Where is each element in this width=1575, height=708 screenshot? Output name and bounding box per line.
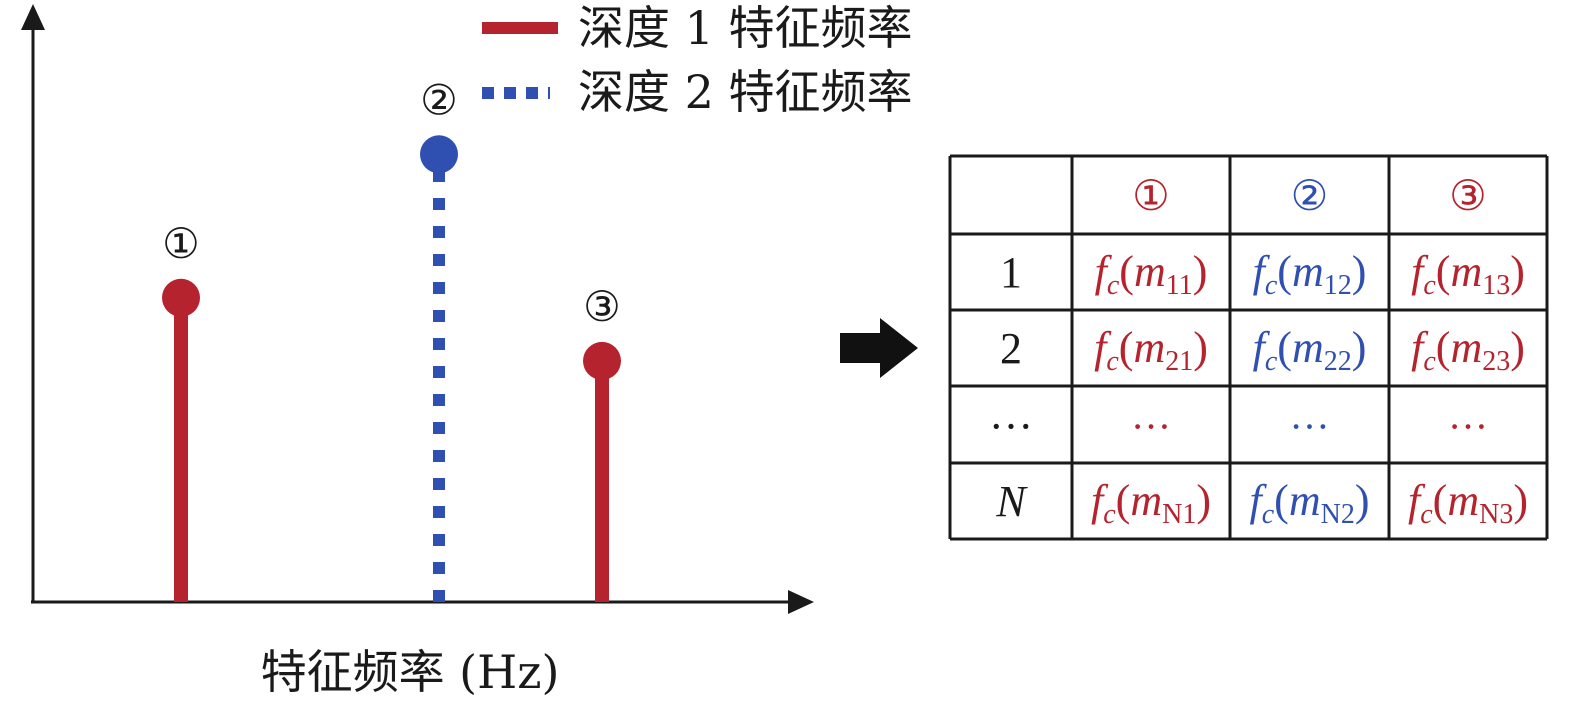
stem-3: ③ xyxy=(583,282,621,602)
stem-marker-3 xyxy=(583,341,621,380)
legend-label-depth-2: 深度 2 特征频率 xyxy=(578,65,913,119)
stem-1: ① xyxy=(162,219,200,602)
table-row-label-3: … xyxy=(989,390,1033,439)
x-axis-arrowhead xyxy=(788,590,814,614)
table-header-2: ② xyxy=(1291,171,1329,220)
stem-label-2: ② xyxy=(420,75,458,124)
table-cell-fc-mN3: fc(mN3) xyxy=(1408,476,1528,530)
table-cell-fc-m13: fc(m13) xyxy=(1411,247,1525,301)
stem-label-1: ① xyxy=(162,219,200,268)
table-header-1: ① xyxy=(1132,171,1170,220)
legend-label-depth-1: 深度 1 特征频率 xyxy=(578,1,913,55)
table-cell-fc-m22: fc(m22) xyxy=(1253,323,1367,377)
stem-2: ② xyxy=(420,75,458,602)
table-cell-fc-m23: fc(m23) xyxy=(1411,323,1525,377)
chart-axes xyxy=(21,4,814,614)
x-axis-label: 特征频率 (Hz) xyxy=(261,645,560,699)
table-row-label-1: 1 xyxy=(1000,248,1022,297)
table-cell-fc-mN2: fc(mN2) xyxy=(1250,476,1370,530)
right-arrow-icon xyxy=(840,318,918,378)
table-cell-ellipsis: … xyxy=(1448,393,1488,438)
table-row-label-2: 2 xyxy=(1000,324,1022,373)
stems: ① ② ③ xyxy=(162,75,621,602)
stem-marker-2 xyxy=(420,135,458,174)
frequency-table: ① ② ③ 1 fc(m11) fc(m12) fc(m13) 2 fc(m21) fc(m22)… xyxy=(948,154,1549,541)
stem-label-3: ③ xyxy=(583,282,621,331)
table-header-3: ③ xyxy=(1449,171,1487,220)
table-row-label-4: N xyxy=(995,477,1028,526)
table-cell-fc-m11: fc(m11) xyxy=(1095,247,1208,301)
table-cell-fc-mN1: fc(mN1) xyxy=(1091,476,1211,530)
legend: 深度 1 特征频率 深度 2 特征频率 xyxy=(482,1,913,119)
table-cell-ellipsis: … xyxy=(1290,393,1330,438)
table-cell-ellipsis: … xyxy=(1131,393,1171,438)
table-cell-fc-m12: fc(m12) xyxy=(1253,247,1367,301)
table-cell-fc-m21: fc(m21) xyxy=(1094,323,1208,377)
stem-marker-1 xyxy=(162,278,200,317)
y-axis-arrowhead xyxy=(21,4,45,30)
